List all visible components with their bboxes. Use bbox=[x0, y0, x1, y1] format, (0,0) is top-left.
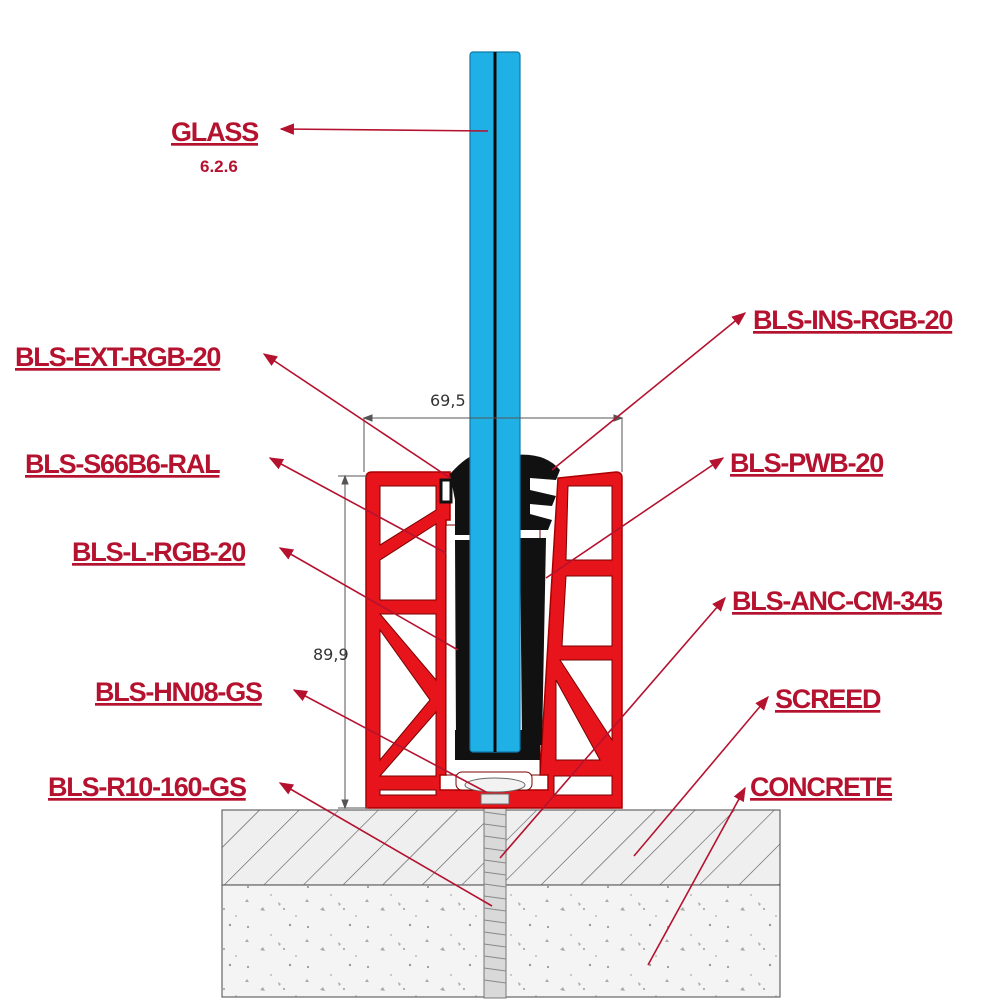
leader-pwb bbox=[545, 457, 725, 579]
label-concrete: CONCRETE bbox=[750, 772, 892, 802]
leader-anc bbox=[499, 596, 726, 859]
label-bls-ext-rgb-20: BLS-EXT-RGB-20 bbox=[15, 342, 220, 372]
dimension-height bbox=[338, 474, 368, 810]
leader-lines bbox=[262, 123, 769, 966]
label-bls-l-rgb-20: BLS-L-RGB-20 bbox=[72, 537, 245, 567]
label-screed: SCREED bbox=[775, 684, 881, 714]
dimension-width-label: 69,5 bbox=[430, 391, 466, 410]
label-bls-anc-cm-345: BLS-ANC-CM-345 bbox=[732, 586, 943, 616]
label-bls-pwb-20: BLS-PWB-20 bbox=[730, 448, 883, 478]
leader-r10 bbox=[278, 782, 493, 907]
leader-s66 bbox=[268, 457, 447, 554]
label-glass-spec: 6.2.6 bbox=[200, 157, 238, 176]
leader-concrete bbox=[647, 786, 746, 966]
label-glass: GLASS bbox=[171, 117, 258, 147]
label-bls-r10-160-gs: BLS-R10-160-GS bbox=[48, 772, 246, 802]
dimension-height-label: 89,9 bbox=[313, 645, 349, 664]
leader-ins bbox=[551, 312, 747, 471]
laminated-glass bbox=[469, 51, 521, 753]
anchor-rod bbox=[483, 779, 507, 999]
label-bls-hn08-gs: BLS-HN08-GS bbox=[95, 677, 262, 707]
label-bls-ins-rgb-20: BLS-INS-RGB-20 bbox=[753, 305, 952, 335]
dimension-width bbox=[362, 414, 624, 472]
leader-l bbox=[278, 547, 459, 651]
leader-glass bbox=[279, 123, 489, 135]
leader-hn bbox=[292, 689, 487, 793]
leader-ext bbox=[262, 353, 451, 479]
leader-screed bbox=[633, 695, 769, 857]
label-bls-s66b6-ral: BLS-S66B6-RAL bbox=[25, 449, 220, 479]
